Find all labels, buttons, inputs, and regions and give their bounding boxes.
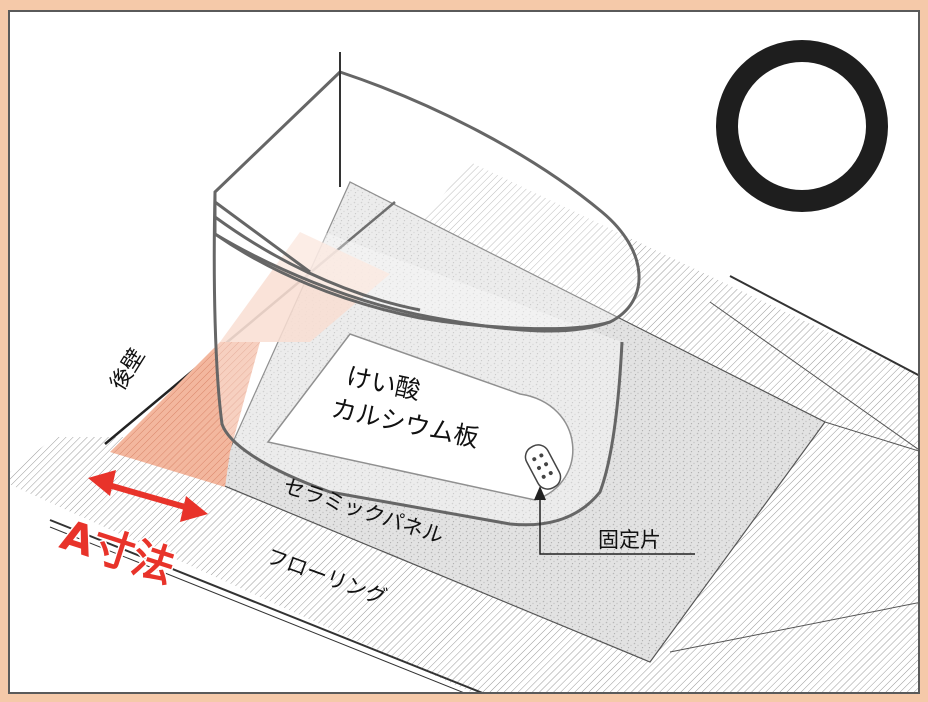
fixing-piece-label: 固定片 <box>598 528 661 552</box>
fixing-piece-leader <box>539 490 695 555</box>
a-dimension-area <box>110 342 260 487</box>
back-wall-label: 後壁 <box>106 345 151 396</box>
calcium-silicate-board <box>266 333 574 501</box>
fixing-piece <box>524 444 562 490</box>
ok-symbol-circle <box>716 40 888 212</box>
a-dimension-arrow <box>88 470 208 522</box>
fixing-piece-arrowhead <box>534 486 546 500</box>
diagram-frame: 後壁 けい酸 カルシウム板 セラミックパネル フローリング 固定片 A寸法 <box>8 10 920 694</box>
a-dimension-area-upper <box>220 232 390 342</box>
diagram-canvas: 後壁 けい酸 カルシウム板 セラミックパネル フローリング 固定片 A寸法 <box>10 40 918 692</box>
toilet-body <box>212 70 641 527</box>
